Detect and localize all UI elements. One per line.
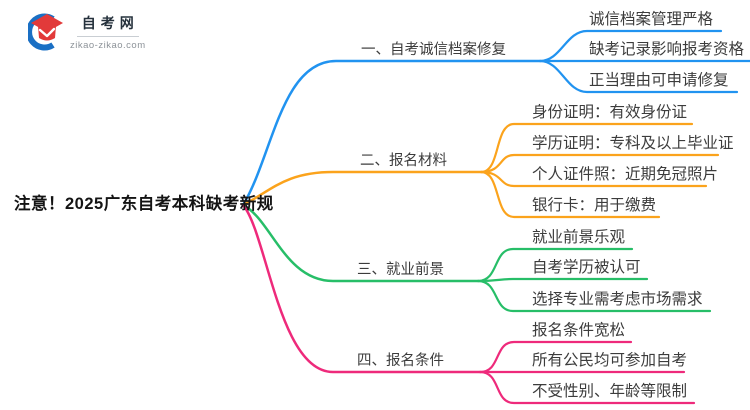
branch-2-trunk-line [241, 170, 483, 207]
branch-3-subtopic-1[interactable]: 就业前景乐观 [532, 229, 626, 246]
branch-4-trunk-line [241, 203, 482, 374]
branch-1-topic[interactable]: 一、自考诚信档案修复 [361, 42, 506, 58]
branch-1-trunk-line [241, 59, 542, 207]
branch-4-subtopic-2[interactable]: 所有公民均可参加自考 [532, 352, 688, 369]
root-topic[interactable]: 注意！2025广东自考本科缺考新规 [14, 195, 274, 213]
branch-1-subtopic-2[interactable]: 缺考记录影响报考资格 [589, 41, 745, 58]
branch-3-subtopic-2[interactable]: 自考学历被认可 [532, 259, 641, 276]
branch-2-topic[interactable]: 二、报名材料 [360, 153, 447, 169]
branch-1-subtopic-1[interactable]: 诚信档案管理严格 [589, 11, 714, 28]
branch-4-subtopic-3[interactable]: 不受性别、年龄等限制 [532, 383, 688, 400]
logo-site-name: 自考网 [76, 13, 139, 37]
logo-cap-chevron-shape [38, 27, 56, 38]
branch-4-topic[interactable]: 四、报名条件 [357, 353, 444, 369]
branch-2-subtopic-1[interactable]: 身份证明：有效身份证 [532, 104, 688, 121]
branch-3-topic[interactable]: 三、就业前景 [357, 262, 444, 278]
logo-text-block: 自考网 zikao-zikao.com [70, 13, 146, 51]
branch-2-subtopic-3[interactable]: 个人证件照：近期免冠照片 [532, 166, 719, 183]
branch-1-subtopic-3[interactable]: 正当理由可申请修复 [589, 72, 729, 89]
branch-2-subtopic-4[interactable]: 银行卡：用于缴费 [532, 197, 657, 214]
branch-3-child-2-line [476, 277, 649, 283]
branch-2-subtopic-2[interactable]: 学历证明：专科及以上毕业证 [532, 135, 734, 152]
logo-cap-base-shape [38, 26, 56, 41]
logo-site-url: zikao-zikao.com [70, 40, 146, 51]
branch-3-subtopic-3[interactable]: 选择专业需考虑市场需求 [532, 291, 703, 308]
branch-4-subtopic-1[interactable]: 报名条件宽松 [532, 322, 626, 339]
graduation-cap-icon [28, 13, 63, 51]
site-logo: 自考网 zikao-zikao.com [28, 12, 146, 52]
